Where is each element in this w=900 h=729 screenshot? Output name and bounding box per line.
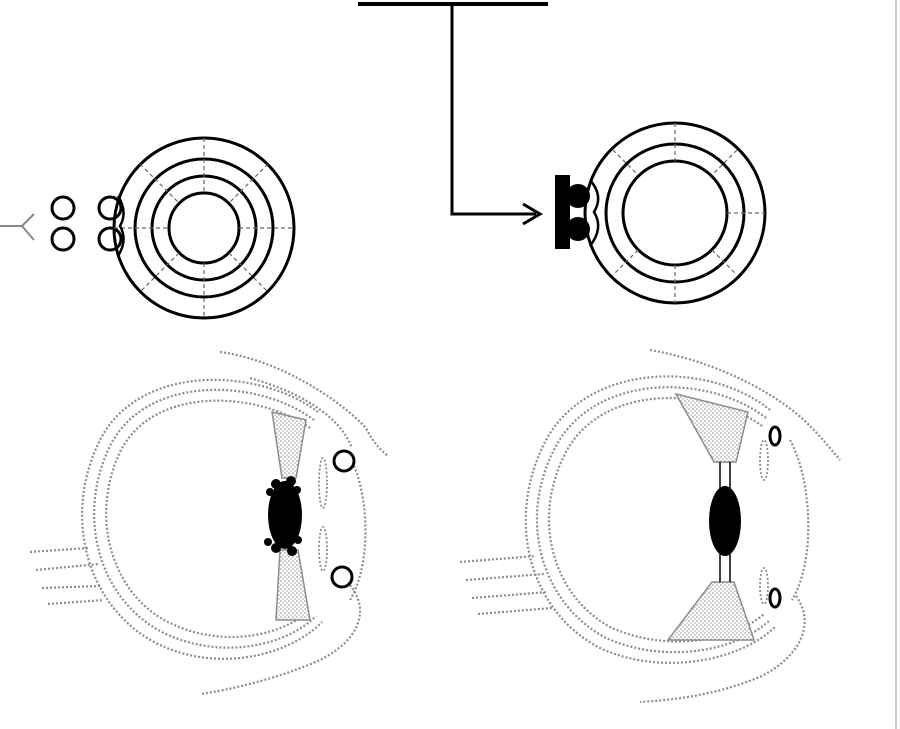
- iris-segment: [318, 457, 328, 509]
- ciliary-body-upper: [271, 411, 307, 479]
- ring-dashed-spokes: [612, 123, 765, 303]
- optic-nerve: [459, 554, 537, 564]
- optic-nerve: [47, 598, 105, 606]
- implant-seed-icon: [768, 425, 782, 447]
- arrow-head-icon: [522, 202, 543, 226]
- sclera-extension: [649, 348, 841, 461]
- eye-right-internals: [666, 392, 782, 641]
- eye-section-left: [29, 350, 389, 696]
- particle-circle: [50, 226, 76, 252]
- eyewall-middle: [93, 388, 317, 649]
- implant-circle: [332, 449, 356, 473]
- optic-nerve: [471, 590, 549, 600]
- particle-circle: [97, 226, 123, 252]
- lens-icon: [709, 486, 741, 556]
- antibody-y-icon: [0, 213, 35, 241]
- sclera-extension: [199, 584, 362, 696]
- optic-nerve: [465, 572, 545, 582]
- ring-notch: [116, 195, 125, 257]
- optic-nerve: [41, 584, 101, 590]
- optic-nerve: [477, 606, 553, 616]
- eye-left-internals: [264, 411, 356, 621]
- ring-cross-section-open: [0, 136, 296, 320]
- sclera-extension: [639, 595, 806, 704]
- eye-section-right: [459, 348, 841, 704]
- ciliary-body-upper: [674, 392, 749, 463]
- ring-notch: [589, 179, 600, 247]
- ciliary-body-lower: [275, 549, 311, 621]
- ring-dashed-spokes: [114, 138, 294, 318]
- ring-cross-section-blocked: [555, 121, 767, 305]
- ciliary-body-lower: [666, 581, 756, 641]
- eyewall-middle: [535, 386, 771, 654]
- eyewall-inner: [547, 396, 765, 643]
- implant-circle: [330, 565, 354, 589]
- sclera-extension: [249, 376, 354, 449]
- sclera-extension: [219, 350, 389, 457]
- iris-segment: [759, 439, 769, 481]
- eyewall-outer: [524, 375, 777, 664]
- iris-segment: [318, 526, 328, 572]
- cornea: [789, 439, 810, 601]
- connector-arrow: [358, 2, 548, 226]
- eyewall-outer: [81, 378, 323, 660]
- arrow-shaft: [450, 4, 536, 216]
- lens-aggregate-icon: [264, 476, 302, 556]
- particle-circle: [50, 195, 76, 221]
- blocking-plug-icon: [555, 175, 590, 249]
- optic-nerve: [29, 546, 89, 554]
- implant-seed-icon: [768, 587, 782, 609]
- optic-nerve: [35, 562, 99, 572]
- iris-segment: [759, 567, 769, 605]
